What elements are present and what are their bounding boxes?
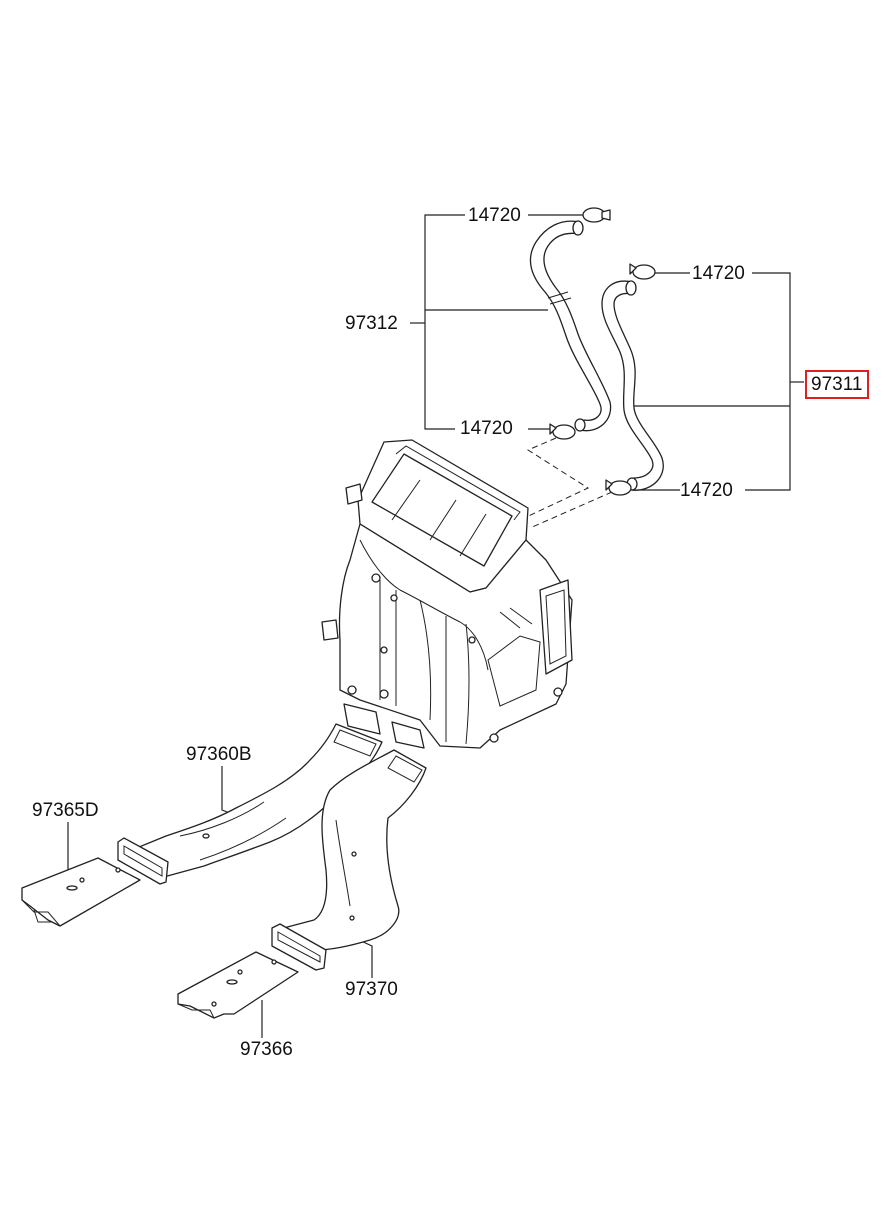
heater-hose-97312 [529, 220, 612, 432]
part-label-97360B[interactable]: 97360B [186, 744, 252, 765]
part-label-14720-bottom-right[interactable]: 14720 [680, 480, 733, 501]
part-label-14720-top-right[interactable]: 14720 [692, 263, 745, 284]
rear-duct-97370 [271, 749, 427, 971]
part-label-14720-bottom-left[interactable]: 14720 [460, 418, 513, 439]
floor-duct-97365D [21, 857, 141, 927]
part-label-97366[interactable]: 97366 [240, 1039, 293, 1060]
part-label-97312[interactable]: 97312 [345, 313, 398, 334]
clamp-top-left [582, 207, 611, 223]
assembly-dash-lines [519, 437, 613, 529]
part-label-97365D[interactable]: 97365D [32, 800, 99, 821]
heater-hose-97311 [601, 280, 664, 491]
heater-unit [321, 439, 573, 749]
hose-clamps [549, 207, 656, 496]
clamp-bottom-left [549, 423, 576, 440]
clamp-top-right [629, 263, 656, 280]
part-label-97370[interactable]: 97370 [345, 979, 398, 1000]
floor-duct-97366 [177, 951, 299, 1019]
clamp-bottom-right [605, 479, 632, 496]
part-label-14720-top-left[interactable]: 14720 [468, 205, 521, 226]
part-label-97311[interactable]: 97311 [805, 370, 870, 399]
